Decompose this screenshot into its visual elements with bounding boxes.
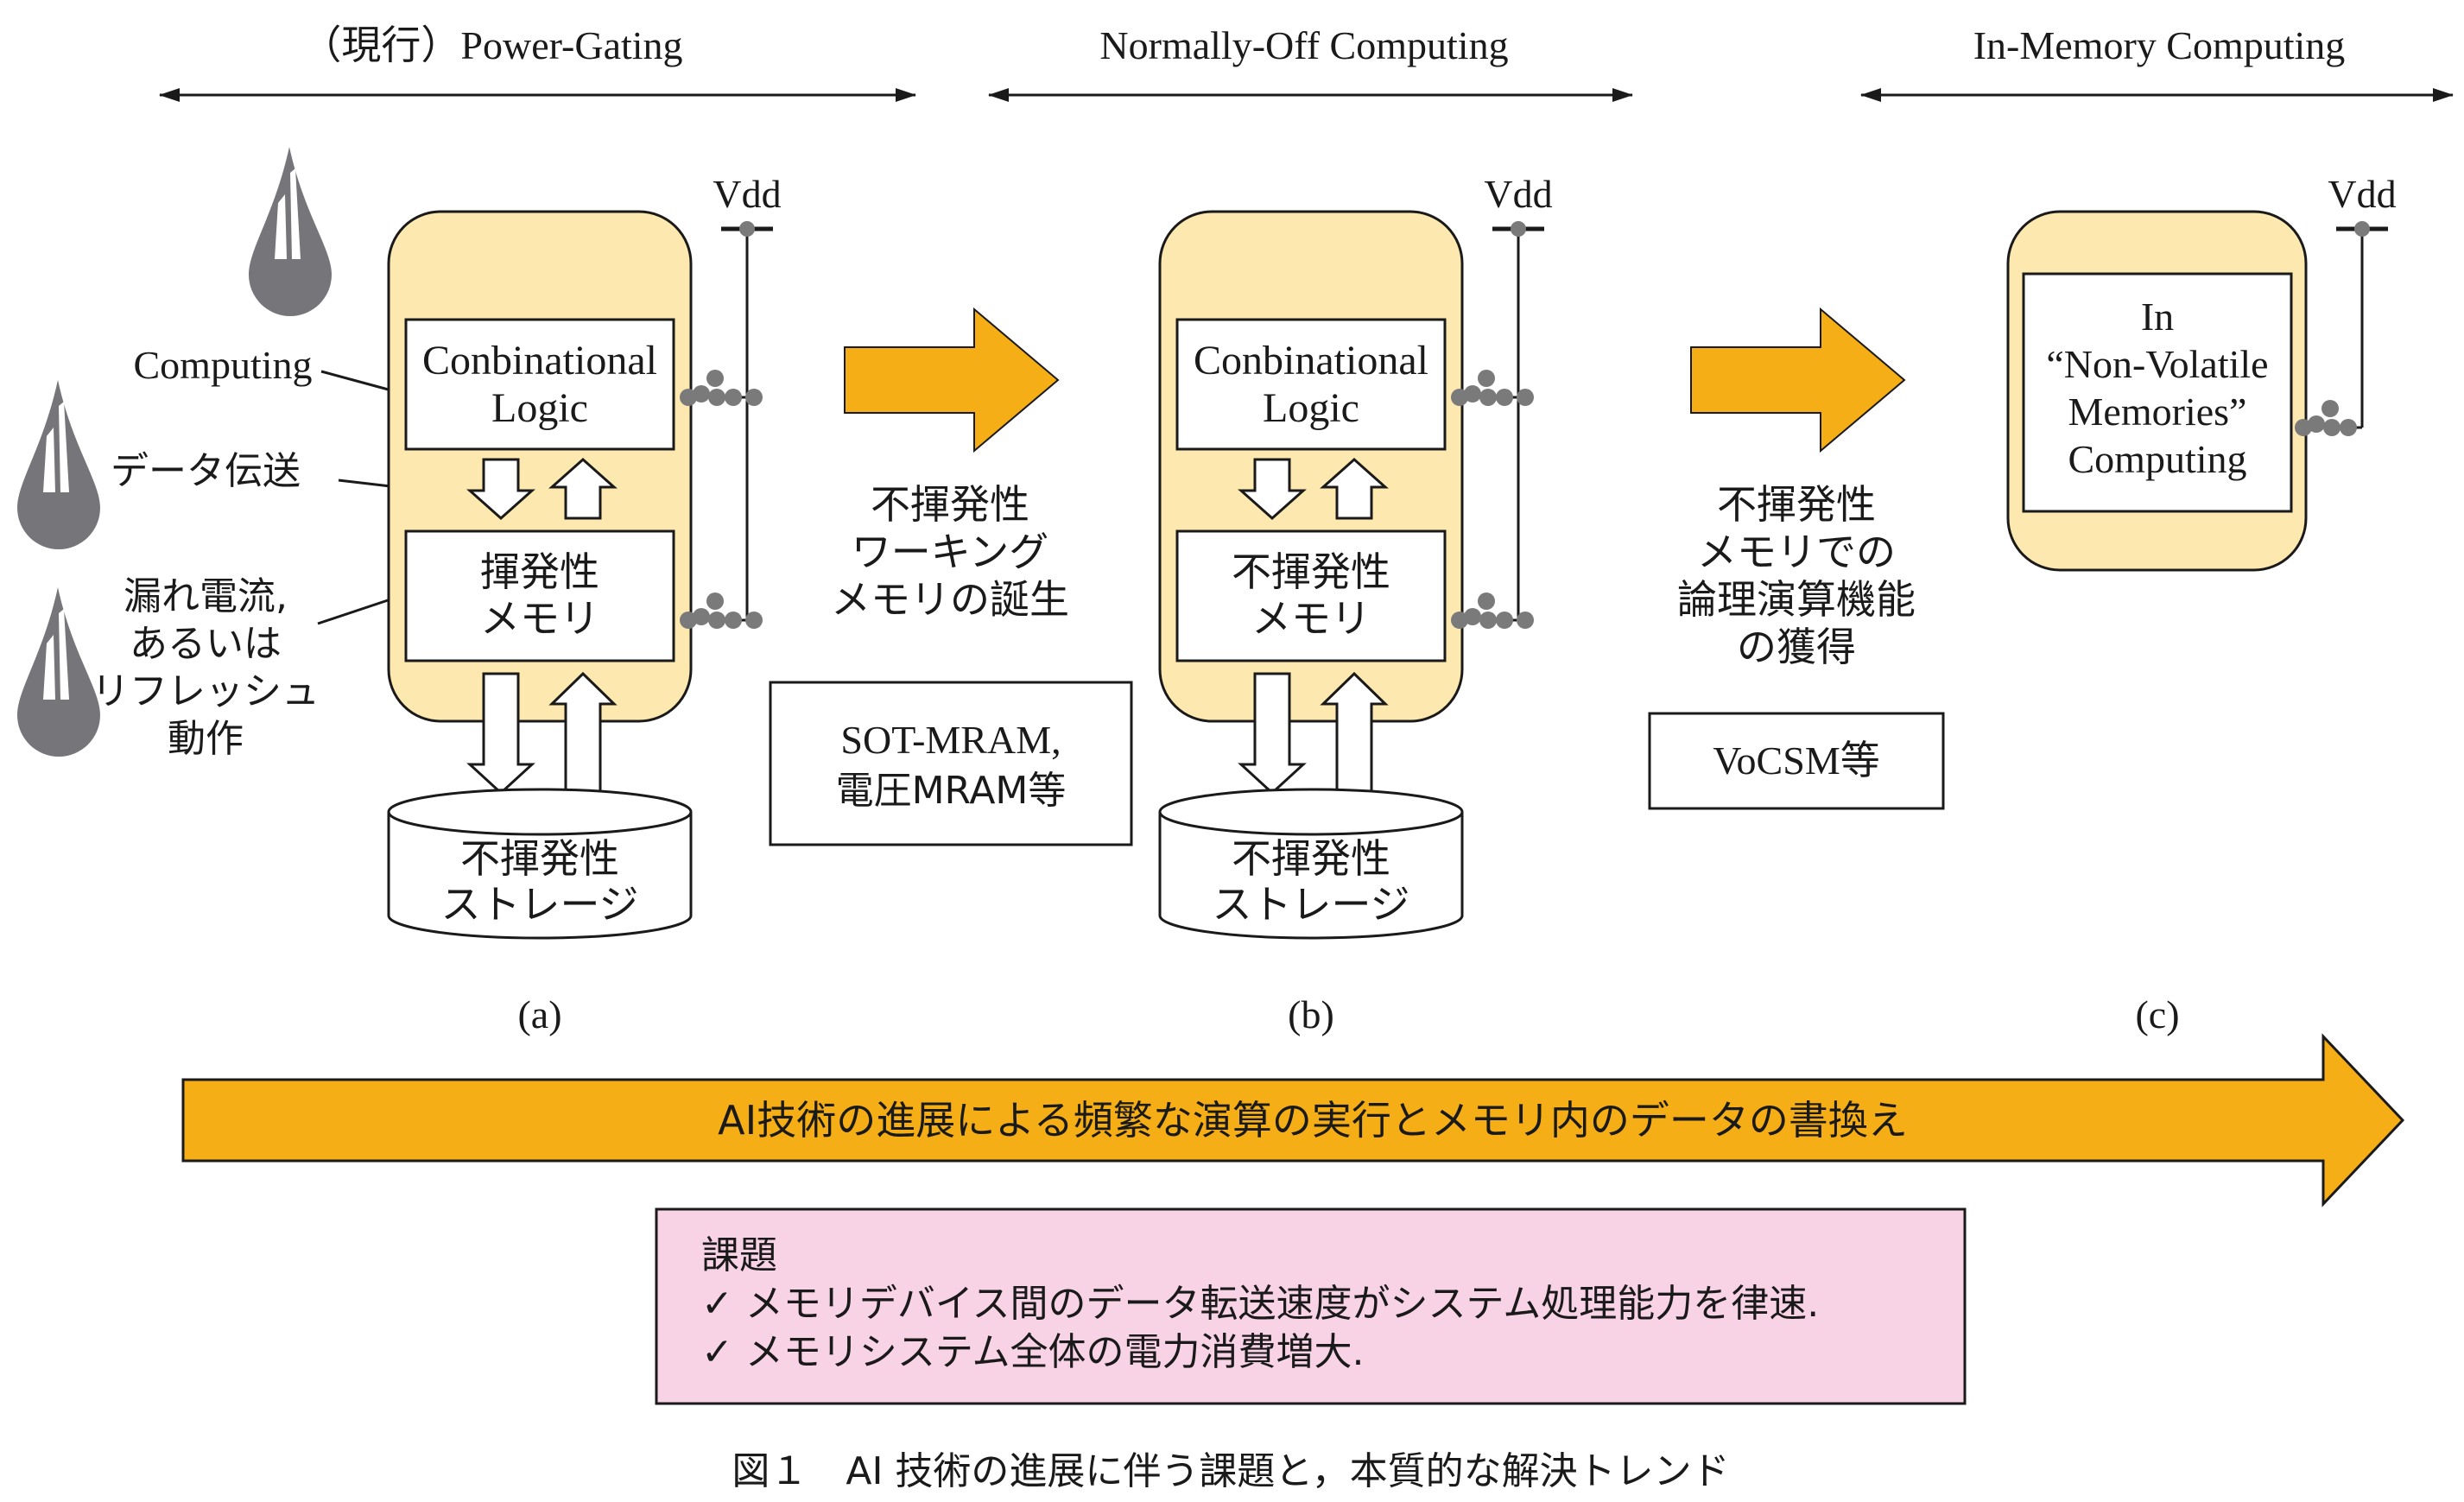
panel-b-vdd-label: Vdd	[1484, 172, 1552, 216]
transition-1-text: 不揮発性 ワーキング メモリの誕生	[831, 481, 1069, 623]
panel-a-memory-line1: 揮発性	[480, 548, 599, 595]
label-leak-line4: 動作	[168, 717, 244, 761]
panel-a-storage-cylinder	[387, 788, 693, 940]
panel-a-vdd-label: Vdd	[713, 172, 781, 216]
arrow-down-icon	[1238, 672, 1307, 795]
arrow-up-icon	[548, 671, 618, 801]
header-in-memory: In-Memory Computing	[1860, 23, 2454, 102]
panel-c-core-box	[2022, 272, 2293, 513]
label-leak-line1: 漏れ電流,	[124, 574, 288, 618]
transition-1-box-line1: SOT-MRAM,	[840, 718, 1061, 762]
trend-arrow	[181, 1033, 2405, 1207]
label-leak-line3: リフレッシュ	[92, 669, 320, 713]
panel-a-memory-box	[404, 529, 675, 662]
panel-a-storage-line2: ストレージ	[440, 881, 638, 928]
panel-a-vdd-rail	[691, 221, 773, 622]
panel-a-logic-line1: Conbinational	[422, 338, 657, 383]
issues-item-1: ✓ メモリデバイス間のデータ転送速度がシステム処理能力を律速.	[701, 1282, 1819, 1326]
panel-a: Conbinational Logic 揮発性 メモリ 不揮発性 ストレージ V…	[387, 172, 782, 1036]
header-normally-off-label: Normally-Off Computing	[1099, 23, 1508, 67]
transition-1-line2: ワーキング	[852, 529, 1049, 575]
transition-2-text: 不揮発性 メモリでの 論理演算機能 の獲得	[1677, 481, 1916, 670]
issues-title: 課題	[701, 1233, 777, 1277]
trend-arrow-label: AI技術の進展による頻繁な演算の実行とメモリ内のデータの書換え	[718, 1097, 1908, 1144]
switch-dots-icon	[680, 370, 763, 406]
transition-2-line4: の獲得	[1737, 624, 1856, 670]
drop-icon	[17, 587, 100, 757]
issues-box	[655, 1207, 1967, 1405]
panel-b-memory-line1: 不揮発性	[1232, 548, 1390, 595]
transition-2-tech-box	[1648, 712, 1945, 810]
panel-a-storage-line1: 不揮発性	[460, 835, 619, 882]
panel-b-caption: (b)	[1288, 992, 1334, 1036]
arrow-up-icon	[1320, 457, 1389, 520]
transition-1-line1: 不揮発性	[871, 481, 1029, 528]
panel-a-memory-line2: メモリ	[480, 595, 599, 642]
panel-b-storage-line2: ストレージ	[1212, 881, 1409, 928]
arrow-up-icon	[548, 457, 618, 520]
issues-item-2: ✓ メモリシステム全体の電力消費増大.	[701, 1330, 1365, 1374]
transition-1-tech-box	[769, 681, 1133, 846]
panel-b: Conbinational Logic 不揮発性 メモリ 不揮発性 ストレージ …	[1158, 172, 1553, 1036]
panel-c-line3: Memories”	[2068, 390, 2247, 434]
figure-caption: 図１ AI 技術の進展に伴う課題と，本質的な解決トレンド	[732, 1449, 1729, 1493]
panel-c-line2: “Non-Volatile	[2046, 342, 2268, 386]
header-power-gating-label: （現行）Power-Gating	[301, 23, 682, 67]
transition-2-line2: メモリでの	[1697, 529, 1896, 575]
panel-b-storage-cylinder	[1158, 788, 1464, 940]
panel-c-vdd-label: Vdd	[2328, 172, 2396, 216]
panel-c-vdd-rail	[2306, 221, 2388, 429]
label-leak: 漏れ電流, あるいは リフレッシュ 動作	[92, 574, 320, 761]
switch-dots-icon	[2295, 400, 2357, 436]
panel-a-caption: (a)	[517, 992, 561, 1036]
label-leak-line2: あるいは	[130, 622, 282, 666]
panel-a-logic-box	[404, 318, 675, 451]
panel-c-line1: In	[2141, 295, 2174, 339]
panel-b-logic-line1: Conbinational	[1194, 338, 1428, 383]
arrow-down-icon	[1238, 458, 1307, 521]
panel-c: In “Non-Volatile Memories” Computing Vdd…	[2006, 172, 2397, 1036]
panel-b-memory-line2: メモリ	[1251, 595, 1371, 642]
panel-b-vdd-rail	[1462, 221, 1544, 622]
transition-1-line3: メモリの誕生	[831, 576, 1069, 623]
switch-dots-icon	[680, 593, 763, 629]
panel-b-logic-line2: Logic	[1263, 385, 1359, 431]
label-computing: Computing	[133, 343, 312, 387]
transition-arrow-1	[844, 307, 1060, 453]
arrow-up-icon	[1320, 671, 1389, 801]
arrow-down-icon	[466, 458, 535, 521]
arrow-down-icon	[466, 672, 535, 795]
panel-a-logic-line2: Logic	[491, 385, 588, 431]
header-power-gating: （現行）Power-Gating	[159, 23, 916, 102]
drop-icon	[17, 380, 100, 549]
transition-2-box-label: VoCSM等	[1713, 738, 1879, 783]
switch-dots-icon	[1451, 370, 1534, 406]
panel-c-caption: (c)	[2135, 992, 2179, 1036]
transition-2-line3: 論理演算機能	[1677, 576, 1916, 623]
panel-c-line4: Computing	[2068, 437, 2246, 481]
panel-b-storage-line1: 不揮発性	[1232, 835, 1390, 882]
transition-2-line1: 不揮発性	[1717, 481, 1876, 528]
transition-1-box-line2: 電圧MRAM等	[836, 769, 1067, 813]
switch-dots-icon	[1451, 593, 1534, 629]
drop-icon	[249, 147, 332, 316]
header-in-memory-label: In-Memory Computing	[1973, 23, 2346, 67]
header-normally-off: Normally-Off Computing	[988, 23, 1633, 102]
transition-arrow-2	[1690, 307, 1906, 453]
panel-b-memory-box	[1175, 529, 1447, 662]
panel-b-logic-box	[1175, 318, 1447, 451]
label-data-transfer: データ伝送	[111, 449, 301, 493]
